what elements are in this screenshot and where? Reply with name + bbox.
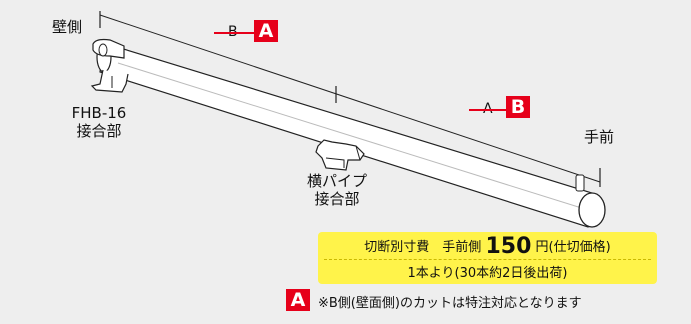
price-prefix: 切断別寸費 手前側 <box>364 240 482 255</box>
price-suffix: 円(仕切価格) <box>535 240 611 255</box>
price-value: 150 <box>485 234 532 259</box>
horizontal-pipe-joint-label-line2: 接合部 <box>314 190 360 208</box>
strike-bar <box>214 32 266 34</box>
price-line2: 1本より(30本約2日後出荷) <box>407 266 568 281</box>
strike-bar <box>469 109 521 111</box>
fhb-joint-label: FHB-16 接合部 <box>62 104 136 140</box>
fhb-joint-part <box>90 38 129 93</box>
special-order-note: ※B側(壁面側)のカットは特注対応となります <box>318 296 582 311</box>
horizontal-pipe-joint-part <box>315 139 365 171</box>
middle-struck-marker: A <box>469 101 521 117</box>
dimension-line <box>99 14 601 183</box>
pipe-shading <box>117 62 589 211</box>
price-box: 切断別寸費 手前側 150 円(仕切価格) 1本より(30本約2日後出荷) <box>318 232 657 284</box>
pipe-end-front <box>578 192 606 228</box>
horizontal-pipe-joint-label-line1: 横パイプ <box>306 172 367 190</box>
wall-side-label: 壁側 <box>52 18 83 36</box>
price-line1: 切断別寸費 手前側 150 円(仕切価格) <box>318 234 657 259</box>
pipe-end-pin <box>575 174 585 192</box>
horizontal-pipe-joint-label: 横パイプ 接合部 <box>292 172 382 208</box>
top-struck-marker: B <box>214 24 266 40</box>
top-new-marker: A <box>254 20 278 42</box>
fhb-joint-label-line2: 接合部 <box>76 122 122 140</box>
middle-new-marker: B <box>506 96 530 118</box>
fhb-joint-label-line1: FHB-16 <box>71 104 127 122</box>
price-divider <box>324 259 651 260</box>
note-marker: A <box>286 289 310 311</box>
front-side-label: 手前 <box>584 128 615 146</box>
